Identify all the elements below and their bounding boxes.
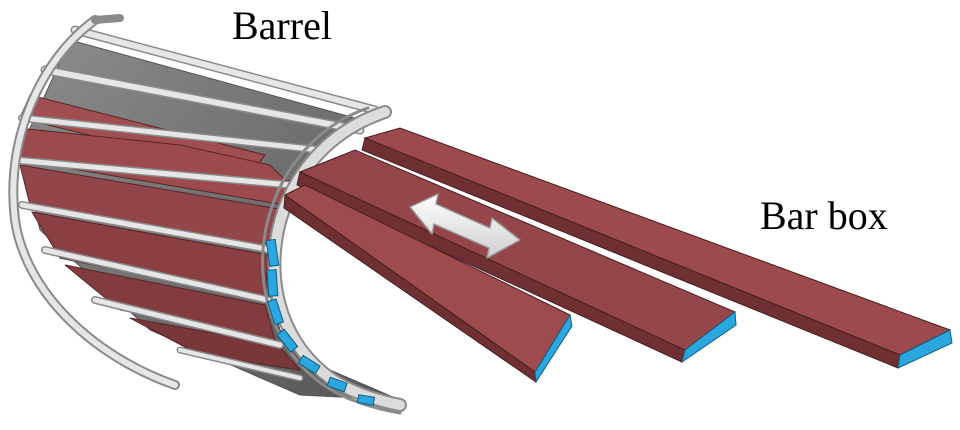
- bar-box-far: [361, 127, 953, 369]
- barrel-label: Barrel: [232, 3, 332, 48]
- barrel: [8, 14, 407, 415]
- bar-boxes: [283, 127, 953, 384]
- bar-box-middle-quartz: [681, 311, 737, 364]
- bar-box-label: Bar box: [760, 193, 888, 238]
- bar-box-near: [283, 184, 573, 384]
- bar-box-near-quartz: [534, 313, 573, 384]
- barrel-quartz-cross-sections: [265, 238, 376, 406]
- double-headed-arrow-icon: [409, 193, 521, 259]
- bar-box-middle: [296, 149, 737, 364]
- bar-box-far-quartz: [897, 329, 953, 369]
